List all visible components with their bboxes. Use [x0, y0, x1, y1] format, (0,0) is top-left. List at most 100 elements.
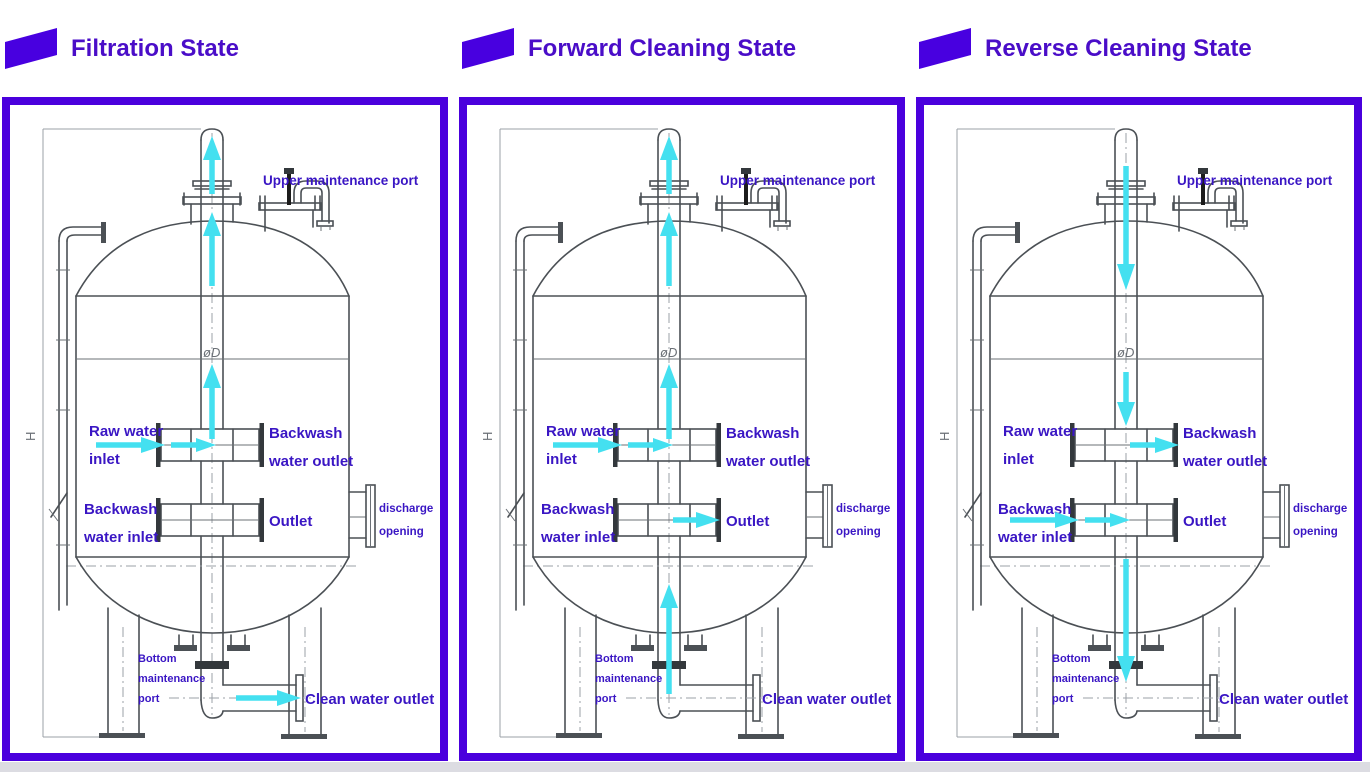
height-dim-label: H — [937, 432, 952, 441]
clean-water-outlet-pipe — [1083, 674, 1225, 722]
tank-body — [523, 220, 816, 634]
side-vent-pipe — [962, 222, 1020, 611]
discharge-opening-label-1: discharge — [379, 503, 433, 515]
backwash-water-outlet-label-2: water outlet — [268, 453, 353, 470]
panel-title: Filtration State — [71, 34, 240, 62]
diagram-labels: Upper maintenance port Raw water inlet B… — [83, 173, 434, 708]
diagram-panel: H øD — [916, 97, 1362, 761]
column-reverse-cleaning: Reverse Cleaning State H øD — [916, 0, 1362, 761]
bottom-maintenance-port-label-3: port — [138, 693, 160, 705]
flag-icon — [462, 28, 514, 69]
diameter-label: øD — [1117, 345, 1134, 360]
flow-arrow-pipe-up — [660, 136, 678, 439]
tank-legs — [99, 607, 327, 739]
tank-diagram: H øD — [480, 128, 891, 739]
side-vent-pipe — [48, 222, 106, 611]
backwash-water-inlet-label-1: Backwash — [84, 501, 157, 518]
height-dim-label: H — [23, 432, 38, 441]
flow-arrow-backwash-in — [1010, 512, 1130, 528]
bottom-maintenance-port-label-1: Bottom — [1052, 653, 1091, 665]
upper-maintenance-port — [258, 168, 334, 232]
tank-legs — [1013, 607, 1241, 739]
dimension-lines: H — [480, 128, 658, 738]
discharge-opening-label-2: opening — [379, 526, 424, 538]
flag-icon — [919, 28, 971, 69]
panel-header-reverse-cleaning: Reverse Cleaning State — [916, 0, 1362, 97]
discharge-opening — [348, 484, 376, 548]
tank-diagram: H øD — [937, 128, 1348, 739]
lower-tee — [156, 498, 264, 542]
outlet-label: Outlet — [269, 513, 312, 530]
flow-arrow-raw-water-in — [553, 437, 673, 453]
bottom-maintenance-port-label-2: maintenance — [595, 673, 662, 685]
flow-arrow-bottom-up — [660, 584, 678, 694]
panel-header-filtration: Filtration State — [2, 0, 448, 97]
tank-diagram: H øD — [23, 128, 434, 739]
backwash-water-inlet-label-2: water inlet — [997, 529, 1072, 546]
panel-title: Forward Cleaning State — [528, 34, 797, 62]
dimension-lines: H — [937, 128, 1115, 738]
discharge-opening-label-1: discharge — [1293, 503, 1347, 515]
bottom-strip — [0, 762, 1370, 772]
outlet-label: Outlet — [1183, 513, 1226, 530]
tank-legs — [556, 607, 784, 739]
diagram-labels: Upper maintenance port Raw water inlet B… — [540, 173, 891, 708]
top-nozzle — [182, 192, 242, 225]
diameter-label: øD — [203, 345, 220, 360]
bottom-maintenance-port-label-1: Bottom — [138, 653, 177, 665]
column-forward-cleaning: Forward Cleaning State H øD — [459, 0, 905, 761]
bottom-maintenance-port-label-1: Bottom — [595, 653, 634, 665]
dimension-lines: H — [23, 128, 201, 738]
backwash-water-outlet-label-2: water outlet — [1182, 453, 1267, 470]
upper-maintenance-port — [1172, 168, 1248, 232]
discharge-opening-label-2: opening — [1293, 526, 1338, 538]
side-vent-pipe — [505, 222, 563, 611]
clean-water-outlet-label: Clean water outlet — [1219, 691, 1348, 708]
panel-title: Reverse Cleaning State — [985, 34, 1252, 62]
bottom-maintenance-port-label-3: port — [595, 693, 617, 705]
raw-water-inlet-label-1: Raw water — [546, 423, 620, 440]
backwash-water-outlet-label-1: Backwash — [726, 425, 799, 442]
upper-maintenance-port-label: Upper maintenance port — [263, 173, 419, 188]
outlet-label: Outlet — [726, 513, 769, 530]
discharge-opening — [1262, 484, 1290, 548]
bottom-maintenance-port-label-3: port — [1052, 693, 1074, 705]
diagram-labels: Upper maintenance port Raw water inlet B… — [997, 173, 1348, 708]
flow-arrow-clean-water-out — [236, 690, 301, 706]
backwash-water-inlet-label-2: water inlet — [83, 529, 158, 546]
column-filtration: Filtration State H øD — [2, 0, 448, 761]
upper-maintenance-port — [715, 168, 791, 232]
raw-water-inlet-label-2: inlet — [1003, 451, 1034, 468]
raw-water-inlet-label-1: Raw water — [89, 423, 163, 440]
upper-maintenance-port-label: Upper maintenance port — [720, 173, 876, 188]
flow-arrow-pipe-up — [203, 136, 221, 439]
backwash-water-inlet-label-1: Backwash — [998, 501, 1071, 518]
top-nozzle — [639, 192, 699, 225]
flow-arrow-outlet-right — [673, 512, 720, 528]
discharge-opening-label-1: discharge — [836, 503, 890, 515]
discharge-opening-label-2: opening — [836, 526, 881, 538]
flow-arrow-raw-water-in — [96, 437, 216, 453]
raw-water-inlet-label-1: Raw water — [1003, 423, 1077, 440]
raw-water-inlet-label-2: inlet — [546, 451, 577, 468]
flow-arrow-bottom-down — [1117, 559, 1135, 682]
diameter-label: øD — [660, 345, 677, 360]
discharge-opening — [805, 484, 833, 548]
bottom-maintenance-port-label-2: maintenance — [1052, 673, 1119, 685]
backwash-water-outlet-label-2: water outlet — [725, 453, 810, 470]
clean-water-outlet-label: Clean water outlet — [762, 691, 891, 708]
bottom-maintenance-port — [174, 634, 250, 669]
backwash-water-outlet-label-1: Backwash — [269, 425, 342, 442]
backwash-water-outlet-label-1: Backwash — [1183, 425, 1256, 442]
backwash-water-inlet-label-2: water inlet — [540, 529, 615, 546]
panel-header-forward-cleaning: Forward Cleaning State — [459, 0, 905, 97]
height-dim-label: H — [480, 432, 495, 441]
diagram-panel: H øD — [459, 97, 905, 761]
diagram-panel: H øD — [2, 97, 448, 761]
flow-arrow-backwash-out — [1130, 437, 1179, 453]
clean-water-outlet-pipe — [626, 674, 768, 722]
clean-water-outlet-label: Clean water outlet — [305, 691, 434, 708]
flag-icon — [5, 28, 57, 69]
upper-maintenance-port-label: Upper maintenance port — [1177, 173, 1333, 188]
